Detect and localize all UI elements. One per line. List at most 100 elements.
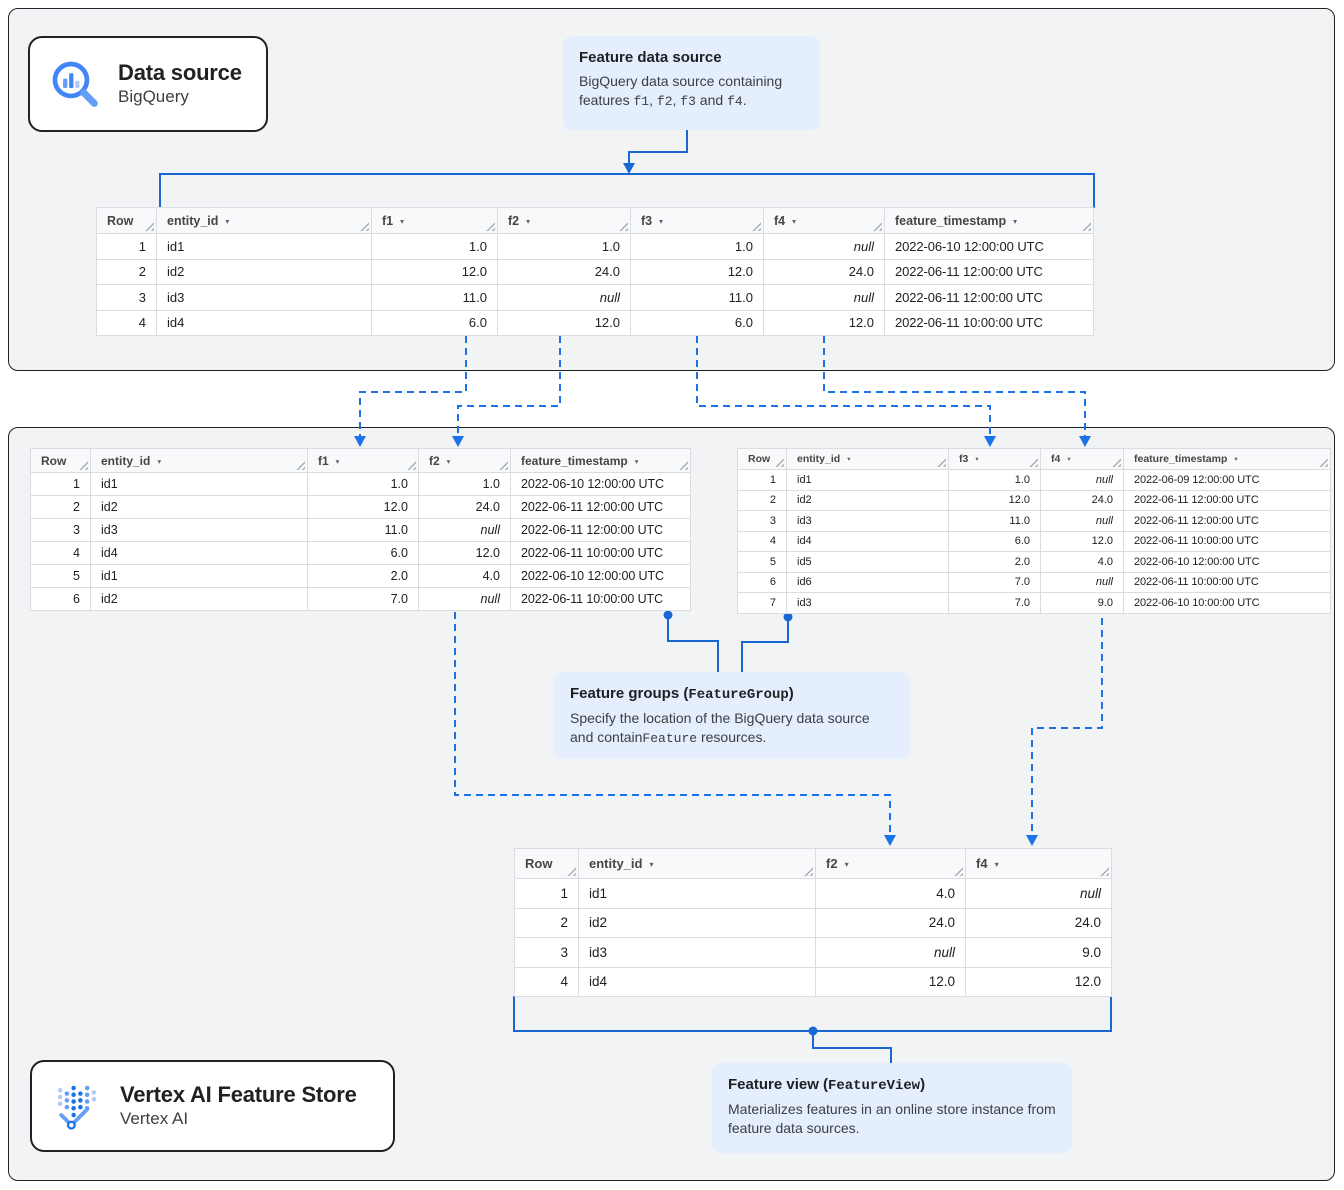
column-header-entity_id: entity_id ▾ <box>578 848 816 879</box>
cell-feature_timestamp: 2022-06-11 12:00:00 UTC <box>884 258 1094 285</box>
cell-Row: 2 <box>737 489 787 511</box>
column-header-feature_timestamp: feature_timestamp▾ <box>1123 448 1331 470</box>
cell-feature_timestamp: 2022-06-10 12:00:00 UTC <box>510 564 691 588</box>
card-title: Vertex AI Feature Store <box>120 1082 357 1108</box>
column-label: f2 <box>429 453 440 468</box>
column-label: feature_timestamp <box>895 213 1007 228</box>
cell-feature_timestamp: 2022-06-10 10:00:00 UTC <box>1123 592 1331 614</box>
column-label: entity_id <box>101 453 151 468</box>
cell-f1: 6.0 <box>307 541 419 565</box>
cell-entity_id: id1 <box>578 878 816 909</box>
cell-f2: 24.0 <box>418 495 511 519</box>
text-part: Feature <box>642 731 698 747</box>
column-header-f2: f2▾ <box>815 848 966 879</box>
column-header-Row: Row <box>96 207 157 234</box>
cell-f2: 1.0 <box>418 472 511 496</box>
cell-f1: 2.0 <box>307 564 419 588</box>
column-header-f1: f1▾ <box>307 448 419 473</box>
cell-entity_id: id3 <box>786 592 949 614</box>
column-label: entity_id <box>797 453 841 465</box>
column-label: entity_id <box>167 213 219 228</box>
cell-f4: 9.0 <box>1040 592 1124 614</box>
sort-arrow-icon: ▾ <box>844 860 849 869</box>
text-part: resources. <box>697 729 767 746</box>
cell-f4: null <box>965 878 1112 909</box>
sort-arrow-icon: ▾ <box>634 456 639 466</box>
column-header-f3: f3▾ <box>948 448 1041 470</box>
callout-body: Specify the location of the BigQuery dat… <box>570 709 894 748</box>
cell-Row: 2 <box>514 907 579 938</box>
cell-f4: 12.0 <box>1040 530 1124 552</box>
sort-arrow-icon: ▾ <box>1013 216 1018 226</box>
column-resize-handle-icon <box>1112 458 1121 467</box>
cell-f2: 24.0 <box>815 907 966 938</box>
cell-f1: 12.0 <box>307 495 419 519</box>
cell-Row: 4 <box>96 309 157 336</box>
column-header-entity_id: entity_id▾ <box>156 207 372 234</box>
cell-feature_timestamp: 2022-06-10 12:00:00 UTC <box>1123 551 1331 573</box>
cell-Row: 3 <box>514 937 579 968</box>
cell-f4: 12.0 <box>763 309 885 336</box>
cell-entity_id: id4 <box>786 530 949 552</box>
column-label: f3 <box>641 213 653 228</box>
cell-feature_timestamp: 2022-06-11 10:00:00 UTC <box>1123 530 1331 552</box>
card-title: Data source <box>118 60 242 86</box>
column-resize-handle-icon <box>1100 867 1109 876</box>
cell-entity_id: id1 <box>786 469 949 491</box>
cell-f2: 12.0 <box>815 966 966 997</box>
cell-f3: 11.0 <box>630 284 764 311</box>
cell-feature_timestamp: 2022-06-11 10:00:00 UTC <box>1123 571 1331 593</box>
cell-f2: 12.0 <box>418 541 511 565</box>
sort-arrow-icon: ▾ <box>335 456 340 466</box>
column-label: feature_timestamp <box>521 453 628 468</box>
sort-arrow-icon: ▾ <box>792 216 797 226</box>
text-part: f1 <box>633 94 650 110</box>
cell-f3: 2.0 <box>948 551 1041 573</box>
cell-Row: 5 <box>737 551 787 573</box>
cell-feature_timestamp: 2022-06-10 12:00:00 UTC <box>884 233 1094 260</box>
column-label: entity_id <box>589 856 643 871</box>
cell-Row: 3 <box>30 518 91 542</box>
sort-arrow-icon: ▾ <box>400 216 405 226</box>
cell-f3: 6.0 <box>948 530 1041 552</box>
cell-Row: 3 <box>737 510 787 532</box>
sort-arrow-icon: ▾ <box>157 456 162 466</box>
cell-f3: 1.0 <box>948 469 1041 491</box>
callout-title: Feature data source <box>579 49 804 66</box>
text-part: , <box>672 92 681 109</box>
cell-entity_id: id5 <box>786 551 949 573</box>
column-label: f4 <box>774 213 786 228</box>
feature-store-card-text: Vertex AI Feature Store Vertex AI <box>120 1082 357 1129</box>
cell-f2: 4.0 <box>815 878 966 909</box>
cell-Row: 1 <box>96 233 157 260</box>
sort-arrow-icon: ▾ <box>1067 456 1071 463</box>
column-resize-handle-icon <box>873 222 882 231</box>
column-header-Row: Row <box>30 448 91 473</box>
data-source-card: Data source BigQuery <box>28 36 268 132</box>
cell-f4: null <box>1040 510 1124 532</box>
callout-title: Feature view (FeatureView) <box>728 1076 1056 1094</box>
cell-entity_id: id4 <box>578 966 816 997</box>
sort-arrow-icon: ▾ <box>649 860 654 869</box>
cell-f3: 11.0 <box>948 510 1041 532</box>
cell-f2: null <box>497 284 631 311</box>
cell-f4: 9.0 <box>965 937 1112 968</box>
column-resize-handle-icon <box>486 222 495 231</box>
callout-body: Materializes features in an online store… <box>728 1100 1056 1139</box>
